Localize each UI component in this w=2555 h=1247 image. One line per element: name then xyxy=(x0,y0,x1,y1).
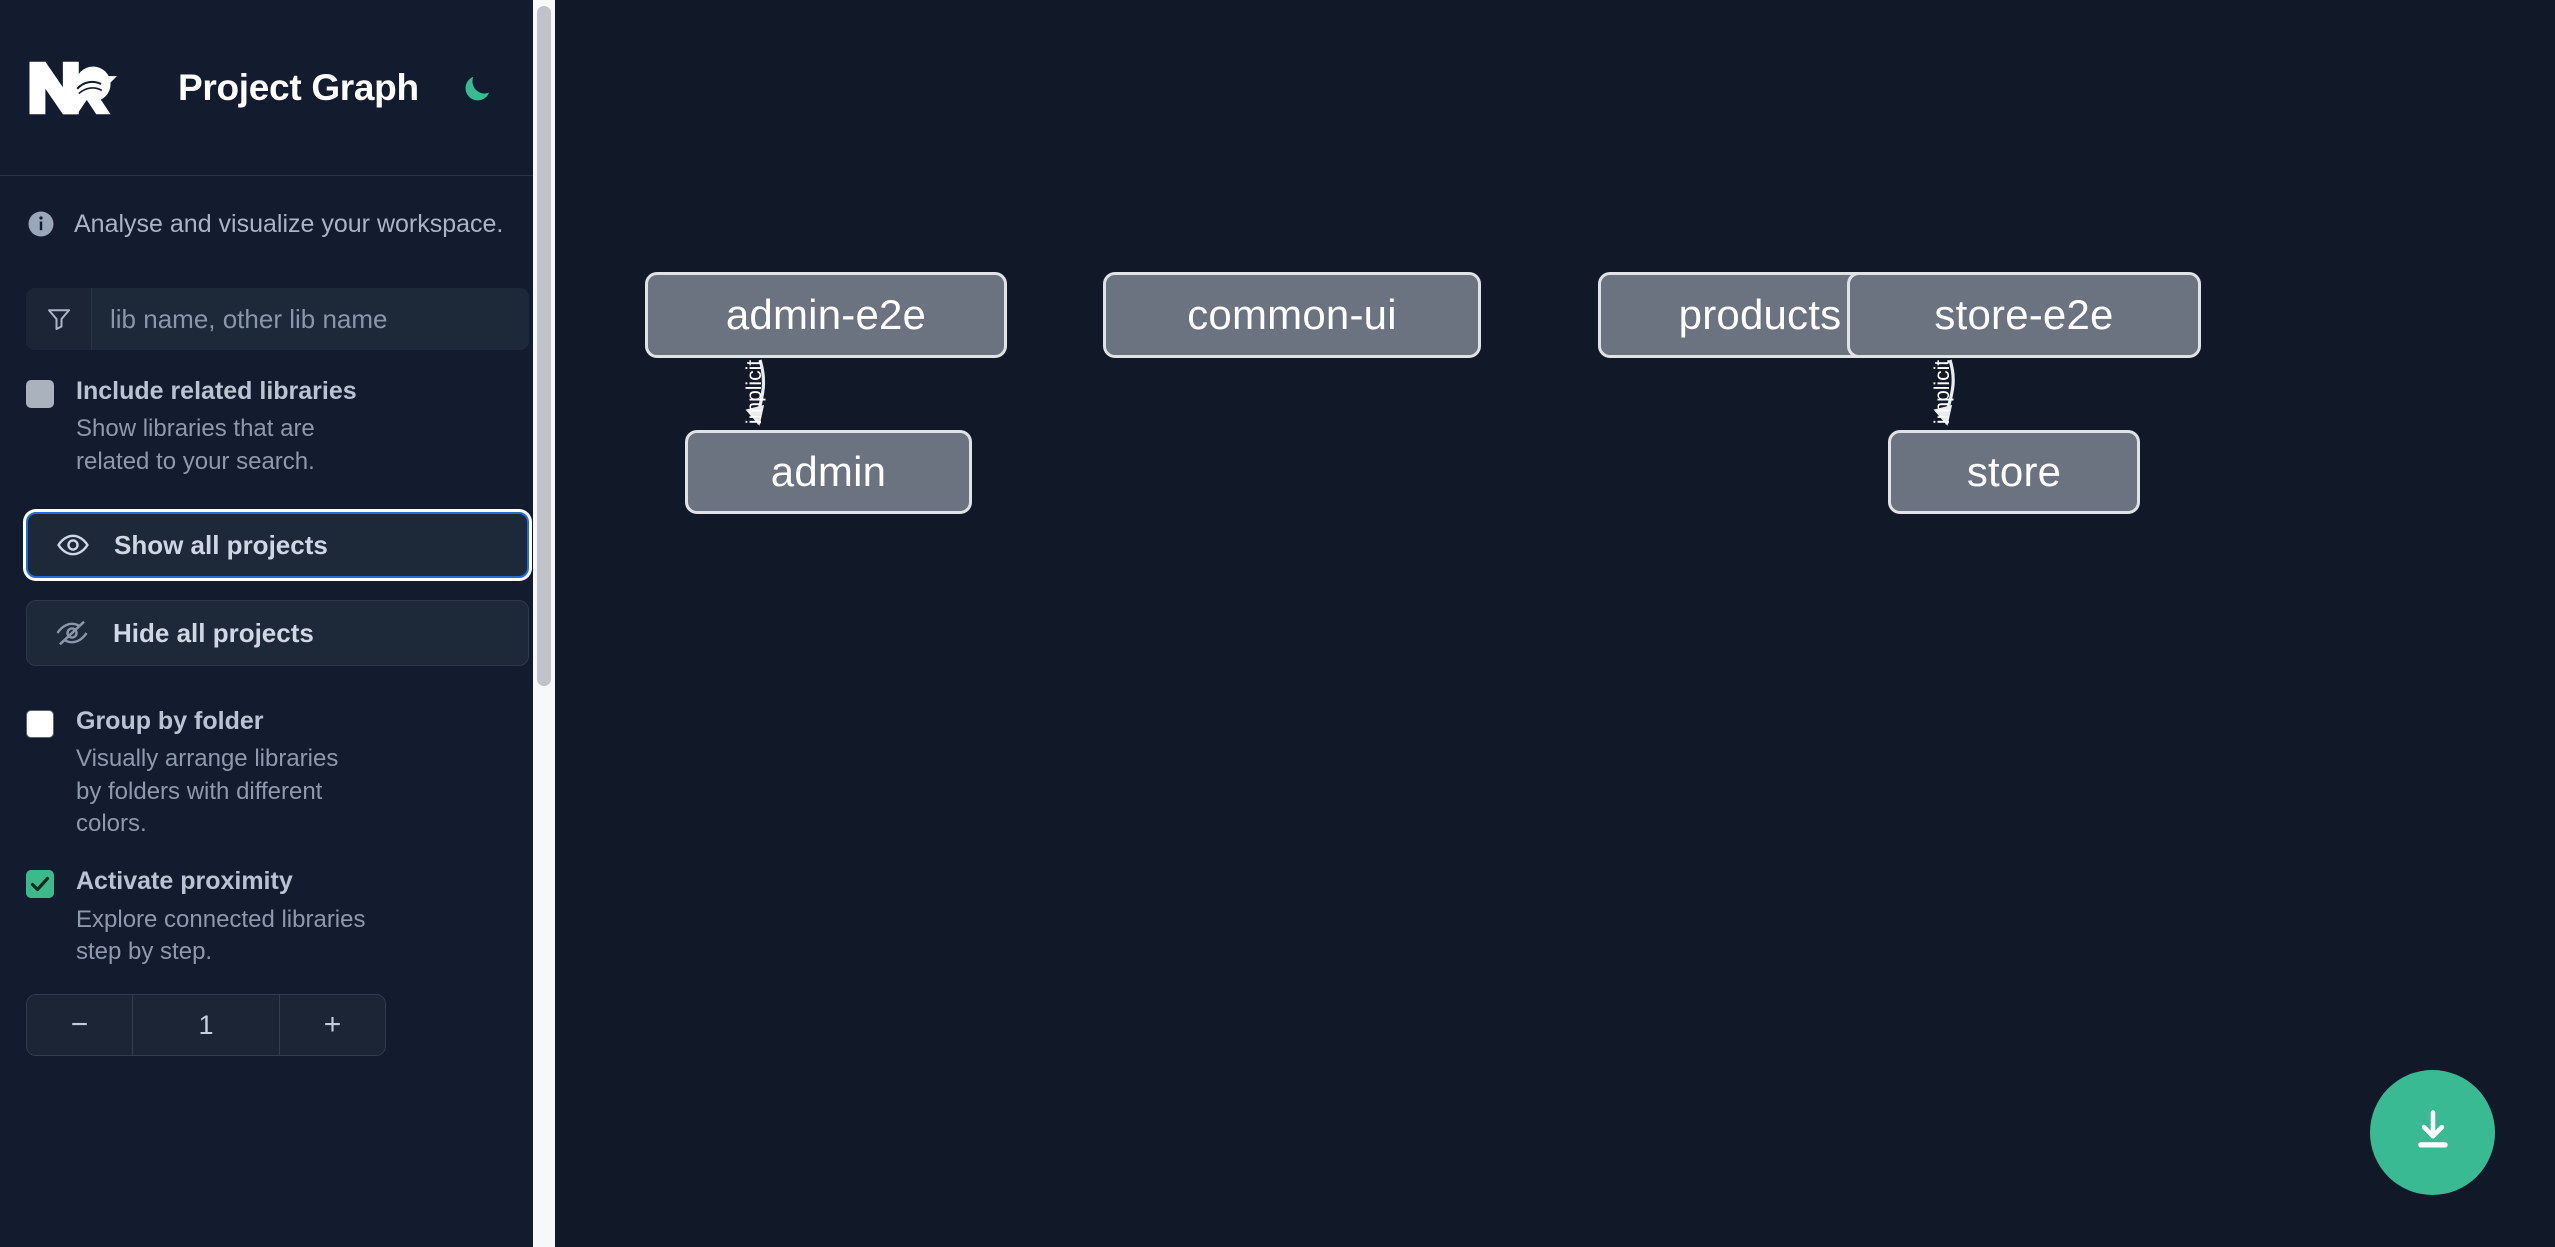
download-icon xyxy=(2407,1105,2459,1160)
eye-icon xyxy=(56,527,92,563)
sidebar-scrollbar[interactable] xyxy=(533,0,555,1247)
filter-funnel-icon xyxy=(26,288,92,350)
graph-node-store[interactable]: store xyxy=(1888,430,2140,514)
node-label: common-ui xyxy=(1187,291,1397,338)
node-label: store-e2e xyxy=(1934,291,2114,338)
option-activate-proximity[interactable]: Activate proximity Explore connected lib… xyxy=(0,866,555,968)
proximity-stepper-wrap: − 1 + xyxy=(0,994,555,1057)
sidebar-tagline-text: Analyse and visualize your workspace. xyxy=(74,209,504,238)
stepper-increment-button[interactable]: + xyxy=(279,995,385,1056)
node-label: store xyxy=(1966,448,2062,495)
graph-node-store-e2e[interactable]: store-e2e xyxy=(1847,272,2201,358)
hide-all-projects-wrap: Hide all projects xyxy=(0,600,555,667)
edge-store-e2e-to-store xyxy=(1933,359,1955,426)
checkbox-group-by-folder[interactable] xyxy=(26,710,54,739)
eye-off-icon xyxy=(55,615,91,651)
sidebar-header: Project Graph xyxy=(0,0,555,176)
graph-node-common-ui[interactable]: common-ui xyxy=(1103,272,1481,358)
node-label: admin-e2e xyxy=(725,291,927,338)
option-group-by-folder[interactable]: Group by folder Visually arrange librari… xyxy=(0,706,555,840)
search-input[interactable] xyxy=(92,288,529,350)
graph-node-admin-e2e[interactable]: admin-e2e xyxy=(645,272,1007,358)
page-title: Project Graph xyxy=(178,66,419,108)
graph-canvas[interactable]: admin-e2e common-ui products store-e2e a… xyxy=(555,0,2555,1247)
graph-node-admin[interactable]: admin xyxy=(685,430,972,514)
sidebar-tagline: Analyse and visualize your workspace. xyxy=(0,176,555,272)
graph-edges xyxy=(745,359,1955,426)
option-description: Visually arrange libraries by folders wi… xyxy=(76,745,339,838)
option-description: Show libraries that are related to your … xyxy=(76,415,315,475)
sidebar: Project Graph Analyse and visualize your… xyxy=(0,0,555,1247)
show-all-projects-label: Show all projects xyxy=(114,529,328,560)
sidebar-scrollbar-thumb[interactable] xyxy=(537,6,551,686)
option-description: Explore connected libraries step by step… xyxy=(76,905,366,966)
filter-box[interactable] xyxy=(26,288,529,350)
option-include-related-libraries[interactable]: Include related libraries Show libraries… xyxy=(0,376,555,478)
download-button[interactable] xyxy=(2370,1070,2495,1195)
stepper-decrement-button[interactable]: − xyxy=(27,995,133,1056)
edge-admin-e2e-to-admin xyxy=(745,359,766,426)
node-label: products xyxy=(1678,291,1842,338)
checkbox-include-related-libraries[interactable] xyxy=(26,380,54,408)
option-label: Activate proximity xyxy=(76,867,293,896)
quantity-stepper: − 1 + xyxy=(26,994,386,1057)
show-all-projects-button[interactable]: Show all projects xyxy=(26,512,529,579)
show-all-projects-wrap: Show all projects xyxy=(0,512,555,579)
moon-icon[interactable] xyxy=(457,68,497,108)
hide-all-projects-label: Hide all projects xyxy=(113,617,314,648)
nx-logo-icon xyxy=(26,57,122,119)
info-icon xyxy=(26,209,56,239)
stepper-value: 1 xyxy=(198,1009,214,1040)
option-label: Include related libraries xyxy=(76,377,357,405)
filter-row xyxy=(0,288,555,350)
checkbox-activate-proximity[interactable] xyxy=(26,870,54,899)
hide-all-projects-button[interactable]: Hide all projects xyxy=(26,600,529,667)
node-label: admin xyxy=(770,448,887,495)
option-label: Group by folder xyxy=(76,707,264,736)
